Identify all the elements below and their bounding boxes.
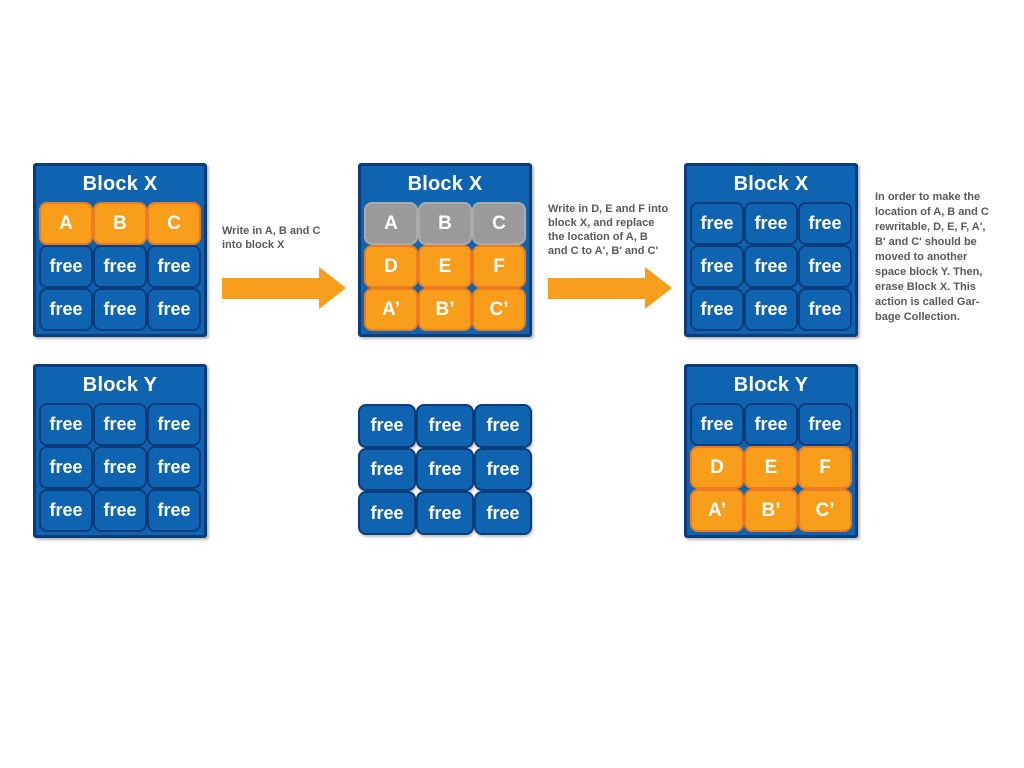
cell-free: free (474, 491, 532, 535)
cell-c: C’ (798, 489, 852, 532)
cell-b: B (418, 202, 472, 245)
cell-c: C (472, 202, 526, 245)
cell-free: free (744, 245, 798, 288)
cell-free: free (39, 403, 93, 446)
cell-f: F (472, 245, 526, 288)
arrow-body (548, 278, 645, 299)
block-title: Block Y (733, 373, 809, 396)
block-title: Block Y (82, 373, 158, 396)
cell-free: free (416, 404, 474, 448)
cell-free: free (358, 447, 416, 492)
cell-free: free (39, 446, 93, 489)
cell-d: D (364, 245, 418, 288)
arrow-body (222, 278, 319, 299)
cell-free: free (93, 446, 147, 489)
cell-free: free (744, 288, 798, 331)
cell-free: free (744, 403, 798, 446)
block-title: Block X (407, 172, 483, 195)
cell-free: free (474, 404, 532, 448)
annotation-garbage-collection: In order to make the location of A, B an… (875, 191, 989, 323)
cell-free: free (416, 491, 474, 535)
arrow-head (319, 267, 346, 309)
cell-c: C (147, 202, 201, 245)
cell-e: E (418, 245, 472, 288)
block-title: Block X (82, 172, 158, 195)
cell-free: free (147, 403, 201, 446)
cell-c: C’ (472, 288, 526, 331)
cell-free: free (690, 403, 744, 446)
cell-free: free (798, 202, 852, 245)
cell-b: B’ (744, 489, 798, 532)
cell-free: free (358, 404, 416, 448)
cell-a: A (39, 202, 93, 245)
cell-free: free (798, 245, 852, 288)
cell-free: free (690, 288, 744, 331)
cell-free: free (147, 288, 201, 331)
cell-d: D (690, 446, 744, 489)
cell-e: E (744, 446, 798, 489)
cell-a: A (364, 202, 418, 245)
cell-free: free (690, 202, 744, 245)
flow-arrow-icon (222, 267, 346, 310)
cell-b: B (93, 202, 147, 245)
cell-free: free (39, 288, 93, 331)
cell-free: free (798, 403, 852, 446)
cell-free: free (93, 403, 147, 446)
cell-free: free (39, 245, 93, 288)
cell-free: free (147, 245, 201, 288)
cell-f: F (798, 446, 852, 489)
cell-free: free (147, 446, 201, 489)
cell-free: free (93, 489, 147, 532)
arrow-head (645, 267, 672, 309)
annotation-write-def: Write in D, E and F into block X, and re… (548, 203, 669, 257)
cell-free: free (358, 491, 416, 535)
cell-free: free (39, 489, 93, 532)
cell-free: free (147, 489, 201, 532)
cell-free: free (93, 288, 147, 331)
cell-free: free (93, 245, 147, 288)
cell-free: free (416, 447, 474, 492)
block-title: Block X (733, 172, 809, 195)
annotation-write-abc: Write in A, B and C into block X (222, 225, 321, 251)
cell-free: free (474, 447, 532, 492)
cell-free: free (744, 202, 798, 245)
cell-free: free (690, 245, 744, 288)
cell-free: free (798, 288, 852, 331)
flow-arrow-icon (548, 267, 672, 310)
cell-a: A’ (364, 288, 418, 331)
cell-b: B’ (418, 288, 472, 331)
cell-a: A’ (690, 489, 744, 532)
